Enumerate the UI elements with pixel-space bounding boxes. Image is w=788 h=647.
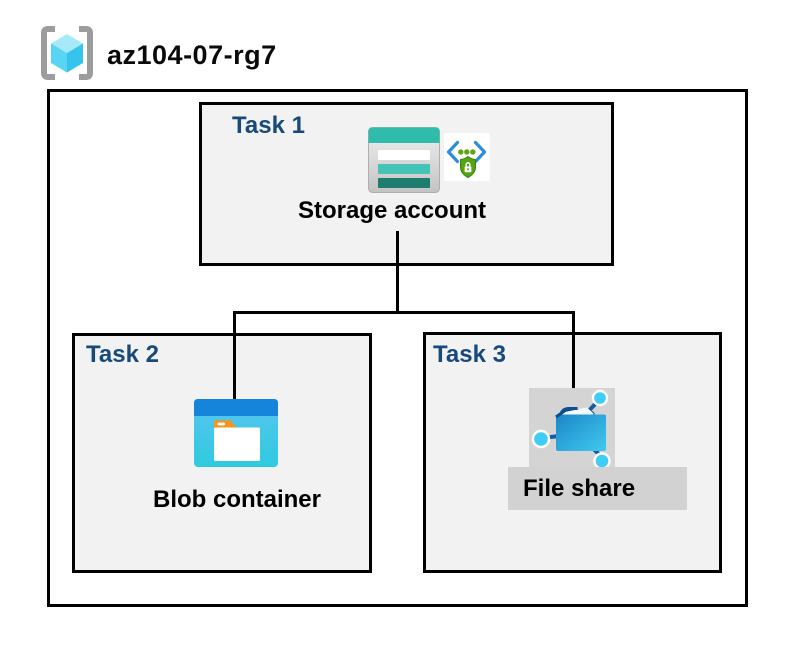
blob-container-icon xyxy=(194,399,278,472)
blob-container-label: Blob container xyxy=(152,486,321,513)
task1-label: Task 1 xyxy=(232,112,305,139)
task3-label: Task 3 xyxy=(433,341,506,368)
file-share-label: File share xyxy=(508,467,687,510)
storage-account-label: Storage account xyxy=(297,197,487,224)
resource-group-name: az104-07-rg7 xyxy=(107,40,277,70)
connector-branch-fileshare xyxy=(572,311,575,388)
file-share-icon xyxy=(529,386,615,473)
secure-endpoint-icon xyxy=(444,133,490,186)
connector-storage-stem xyxy=(396,231,399,314)
task1-box: Task 1 xyxy=(199,102,614,266)
connector-horizontal xyxy=(233,311,575,314)
resource-group-icon xyxy=(38,23,96,88)
storage-account-icon xyxy=(368,127,440,198)
connector-branch-blob xyxy=(233,311,236,399)
task2-label: Task 2 xyxy=(86,341,159,368)
